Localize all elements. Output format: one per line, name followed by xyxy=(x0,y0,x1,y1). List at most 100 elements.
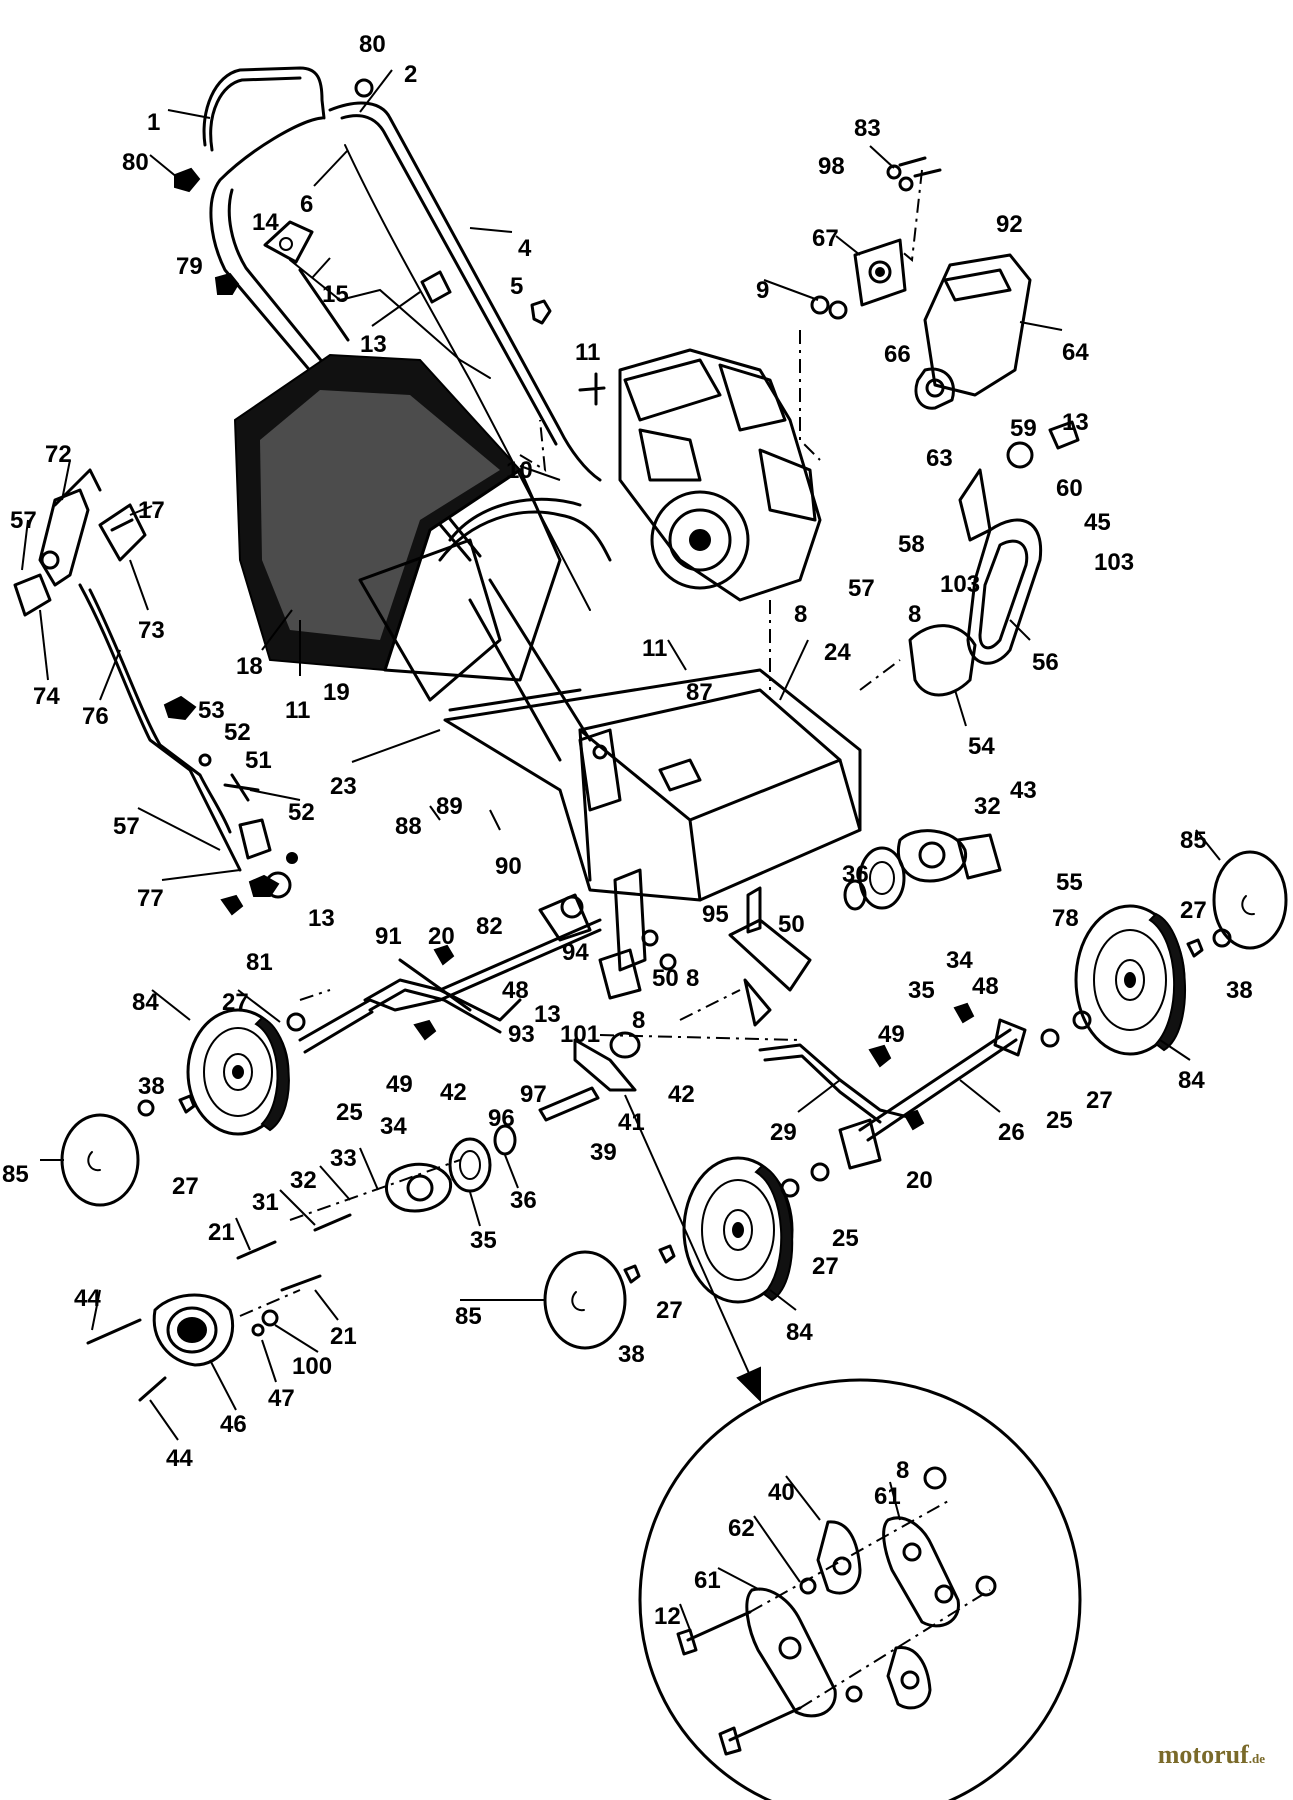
part-label-21: 21 xyxy=(208,1219,235,1246)
part-label-48: 48 xyxy=(502,977,529,1004)
bracket-95 xyxy=(728,918,812,1027)
part-label-84: 84 xyxy=(132,989,159,1016)
part-label-23: 23 xyxy=(330,773,357,800)
part-label-8: 8 xyxy=(896,1457,909,1484)
part-label-60: 60 xyxy=(1056,475,1083,502)
bolts-21-31-44 xyxy=(86,1213,352,1402)
detail-plate-lower-right xyxy=(886,1646,932,1710)
part-label-11: 11 xyxy=(575,339,600,366)
cross-bar-82 xyxy=(438,918,602,1002)
part-label-36: 36 xyxy=(510,1187,537,1214)
pulley-66 xyxy=(914,367,955,410)
part-label-90: 90 xyxy=(495,853,522,880)
part-label-50: 50 xyxy=(778,911,805,938)
part-label-27: 27 xyxy=(1180,897,1207,924)
deck-bracket xyxy=(578,728,622,812)
belt-56 xyxy=(966,518,1043,665)
part-label-13: 13 xyxy=(360,331,387,358)
detail-plate-40 xyxy=(816,1520,862,1595)
hubcap-85-center xyxy=(543,1250,627,1350)
part-label-43: 43 xyxy=(1010,777,1037,804)
part-label-13: 13 xyxy=(1062,409,1089,436)
part-label-66: 66 xyxy=(884,341,911,368)
part-label-5: 5 xyxy=(510,273,523,300)
bearing-35-left xyxy=(448,1124,517,1193)
detail-circle xyxy=(638,1378,1082,1800)
axle-26 xyxy=(858,1018,1027,1142)
part-label-61: 61 xyxy=(694,1567,721,1594)
part-label-79: 79 xyxy=(176,253,203,280)
part-label-27: 27 xyxy=(1086,1087,1113,1114)
bracket-94 xyxy=(538,893,592,942)
knob-80-top xyxy=(354,78,374,98)
part-label-84: 84 xyxy=(786,1319,813,1346)
adjuster-73 xyxy=(98,503,147,562)
part-label-31: 31 xyxy=(252,1189,279,1216)
part-label-27: 27 xyxy=(812,1253,839,1280)
part-label-83: 83 xyxy=(854,115,881,142)
part-label-82: 82 xyxy=(476,913,503,940)
part-label-24: 24 xyxy=(824,639,851,666)
part-label-56: 56 xyxy=(1032,649,1059,676)
part-label-81: 81 xyxy=(246,949,273,976)
part-label-98: 98 xyxy=(818,153,845,180)
part-label-9: 9 xyxy=(756,277,769,304)
part-label-44: 44 xyxy=(74,1285,101,1312)
part-label-35: 35 xyxy=(470,1227,497,1254)
part-label-36: 36 xyxy=(842,861,869,888)
nuts-9 xyxy=(810,295,848,320)
part-label-87: 87 xyxy=(686,679,713,706)
blade-41 xyxy=(573,1031,641,1092)
part-label-67: 67 xyxy=(812,225,839,252)
hubcap-85-left xyxy=(60,1113,140,1207)
part-label-89: 89 xyxy=(436,793,463,820)
part-label-32: 32 xyxy=(974,793,1001,820)
blade-shaft-39 xyxy=(538,1086,600,1122)
part-label-51: 51 xyxy=(245,747,272,774)
part-label-41: 41 xyxy=(618,1109,645,1136)
height-lever-72 xyxy=(13,468,102,617)
detail-plate-61-left xyxy=(745,1587,837,1718)
part-label-17: 17 xyxy=(138,497,165,524)
part-label-27: 27 xyxy=(172,1173,199,1200)
bearing-plate-34-right xyxy=(896,829,968,883)
lower-handle-23 xyxy=(448,578,592,762)
tension-arm-58 xyxy=(958,468,992,542)
part-label-11: 11 xyxy=(642,635,667,662)
part-label-4: 4 xyxy=(518,235,532,262)
part-label-20: 20 xyxy=(428,923,455,950)
detail-washers-62 xyxy=(799,1466,997,1703)
part-label-48: 48 xyxy=(972,973,999,1000)
part-label-34: 34 xyxy=(380,1113,407,1140)
bearing-plate-34-left xyxy=(385,1162,453,1213)
part-label-11: 11 xyxy=(285,697,310,724)
part-label-103: 103 xyxy=(940,571,980,598)
part-label-57: 57 xyxy=(113,813,140,840)
pulley-cover-64 xyxy=(923,253,1032,397)
catcher-frame-10 xyxy=(438,497,612,562)
part-label-55: 55 xyxy=(1056,869,1083,896)
part-label-92: 92 xyxy=(996,211,1023,238)
part-label-45: 45 xyxy=(1084,509,1111,536)
part-label-8: 8 xyxy=(686,965,699,992)
part-label-25: 25 xyxy=(1046,1107,1073,1134)
part-label-101: 101 xyxy=(560,1021,600,1048)
engine xyxy=(618,348,822,690)
clip-5 xyxy=(530,299,552,325)
handle-clamp-14 xyxy=(263,220,350,342)
cable-clamp-13 xyxy=(420,270,452,304)
part-label-34: 34 xyxy=(946,947,973,974)
wheel-84-left xyxy=(186,1008,290,1136)
part-label-42: 42 xyxy=(440,1079,467,1106)
assembly-lines xyxy=(239,169,923,1317)
part-label-47: 47 xyxy=(268,1385,295,1412)
lift-rod-91 xyxy=(363,958,522,1034)
part-label-46: 46 xyxy=(220,1411,247,1438)
part-label-85: 85 xyxy=(455,1303,482,1330)
part-label-35: 35 xyxy=(908,977,935,1004)
part-label-13: 13 xyxy=(534,1001,561,1028)
part-label-57: 57 xyxy=(10,507,37,534)
part-label-8: 8 xyxy=(794,601,807,628)
belt-guard-54 xyxy=(908,624,977,697)
